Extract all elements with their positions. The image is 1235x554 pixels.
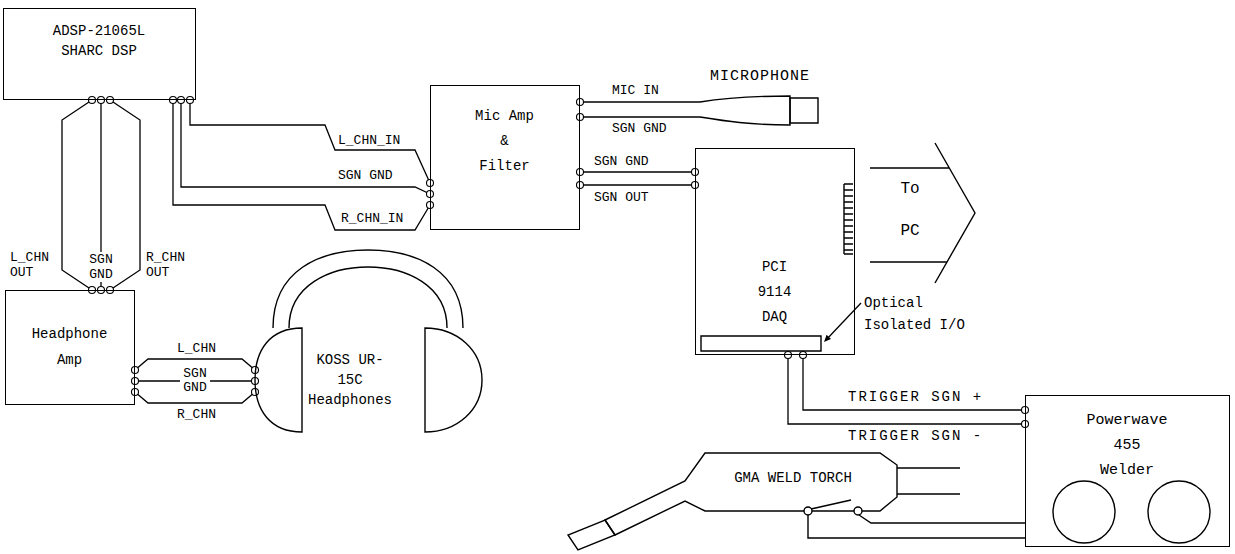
switch-contact <box>854 507 862 515</box>
signal-wire <box>580 101 700 102</box>
node-label: Mic Amp & Filter <box>474 104 536 179</box>
signal-wire <box>803 355 1025 410</box>
switch-wire <box>808 515 965 538</box>
signal-wire <box>580 116 700 117</box>
headband-outer <box>273 250 463 328</box>
welder-box: Powerwave 455 Welder <box>1025 395 1230 547</box>
switch-contact <box>804 507 812 515</box>
chevron-outline <box>870 143 975 283</box>
card-edge-connector <box>844 184 853 254</box>
node-label: MICROPHONE <box>705 68 815 86</box>
leader-line <box>826 303 861 340</box>
torch-body <box>605 453 897 535</box>
port-dot <box>132 389 139 396</box>
daq-card: PCI 9114 DAQ <box>695 148 855 355</box>
microphone-symbol: MICROPHONE <box>700 68 820 130</box>
signal-wire <box>580 171 695 172</box>
headphones-symbol: KOSS UR-15C Headphones <box>255 245 485 435</box>
signal-label: SGN GND <box>86 252 116 282</box>
microphone-head <box>790 98 818 123</box>
signal-label: SGN GND <box>612 121 667 136</box>
signal-wire <box>173 100 430 230</box>
signal-label: R_CHN_IN <box>341 211 403 226</box>
port-dot <box>132 378 139 385</box>
trigger-switch <box>811 500 851 509</box>
callout-label: Optical Isolated I/O <box>864 292 974 336</box>
node-label: PCI 9114 DAQ <box>750 255 800 330</box>
ear-cup <box>425 328 482 432</box>
node-label: Headphone Amp <box>30 321 110 373</box>
node-label: Powerwave 455 Welder <box>1084 408 1170 483</box>
port-dot <box>132 367 139 374</box>
port-dot <box>577 169 584 176</box>
torch-nozzle <box>568 520 615 550</box>
weld-torch: GMA WELD TORCH <box>565 443 965 551</box>
signal-wire <box>181 100 430 194</box>
amplifier-box: Mic Amp & Filter <box>430 85 580 230</box>
port-dot <box>98 97 105 104</box>
port-dot <box>187 97 194 104</box>
output-arrow: To PC <box>870 143 980 285</box>
signal-label: L_CHN <box>177 341 216 356</box>
signal-wire <box>965 522 1025 523</box>
signal-label: TRIGGER SGN - <box>848 428 983 444</box>
weld-torch-outline <box>565 443 965 551</box>
welder-wheel <box>1148 481 1210 543</box>
node-label: GMA WELD TORCH <box>731 470 855 487</box>
port-dot <box>89 97 96 104</box>
signal-wire <box>965 537 1025 538</box>
signal-wire <box>788 355 1025 424</box>
port-dot <box>800 352 807 359</box>
signal-label: MIC IN <box>612 83 659 98</box>
output-arrow-outline <box>870 143 980 285</box>
headband-inner <box>289 267 447 328</box>
dsp-box: ADSP-21065L SHARC DSP <box>3 8 196 100</box>
node-label: KOSS UR-15C Headphones <box>305 350 395 410</box>
switch-wire <box>859 515 965 523</box>
signal-label: SGN OUT <box>594 190 649 205</box>
signal-label: L_CHN OUT <box>10 250 55 280</box>
signal-wire <box>190 100 430 183</box>
node-label: To PC <box>890 168 930 252</box>
port-dot <box>785 352 792 359</box>
microphone-body <box>700 96 790 125</box>
signal-label: SGN GND <box>338 168 393 183</box>
node-label: ADSP-21065L SHARC DSP <box>44 21 154 61</box>
signal-wire <box>580 184 695 185</box>
torch-cable <box>897 468 960 494</box>
leader-arrowhead <box>824 335 831 342</box>
ear-cup <box>255 328 302 432</box>
isolated-io-connector <box>701 336 821 351</box>
signal-label: SGN GND <box>180 367 210 395</box>
port-dot <box>170 97 177 104</box>
amplifier-box: Headphone Amp <box>5 290 135 405</box>
port-dot <box>178 97 185 104</box>
welder-wheel <box>1053 481 1115 543</box>
signal-label: R_CHN OUT <box>146 250 191 280</box>
port-dot <box>107 97 114 104</box>
signal-label: R_CHN <box>177 407 216 422</box>
port-dot <box>577 182 584 189</box>
port-dot <box>577 99 584 106</box>
port-dot <box>577 114 584 121</box>
signal-label: L_CHN_IN <box>338 133 400 148</box>
signal-label: TRIGGER SGN + <box>848 389 983 405</box>
signal-label: SGN GND <box>594 154 649 169</box>
